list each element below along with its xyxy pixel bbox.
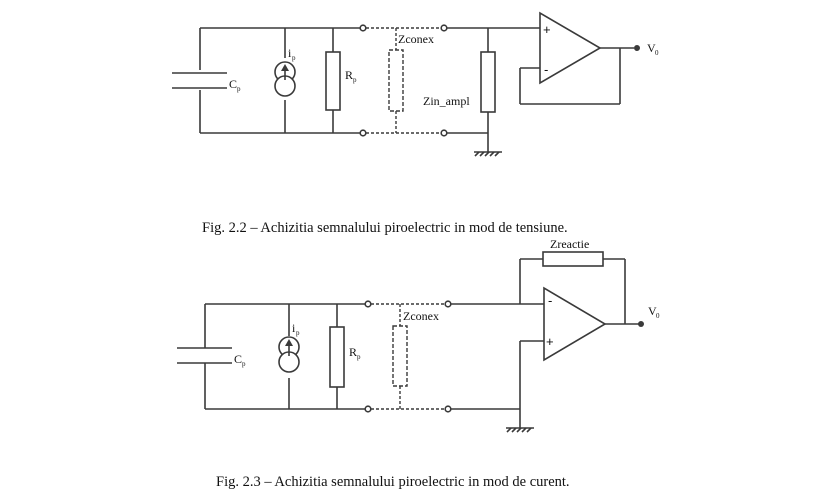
fig1-label-cp-sub: p — [237, 85, 241, 93]
fig1-opamp — [539, 11, 602, 85]
fig1-label-rp-sub: p — [353, 76, 357, 84]
fig1-label-zin: Zin_ampl — [423, 94, 470, 108]
fig1-label-ip-sub: p — [292, 54, 296, 62]
fig2-label-zreactie: Zreactie — [550, 237, 589, 251]
fig1-label-zconex: Zconex — [398, 32, 434, 46]
fig1-label-ip: i — [288, 46, 292, 60]
fig1-label-plus: + — [543, 22, 551, 37]
fig2-label-ip: i — [292, 321, 296, 335]
fig1-label-vout: V — [647, 41, 656, 55]
fig1-terminals — [359, 24, 640, 137]
fig1-capacitor-cp — [172, 72, 227, 89]
fig2-current-source-icon — [278, 336, 300, 373]
fig1-resistor-rp — [325, 51, 341, 111]
fig2-ground-icon — [506, 427, 534, 433]
fig2-label-zconex: Zconex — [403, 309, 439, 323]
fig1-current-source-icon — [274, 61, 296, 97]
fig1-label-rp: R — [345, 68, 353, 82]
fig1-ground-icon — [474, 151, 502, 157]
figure-caption-voltage-mode: Fig. 2.2 – Achizitia semnalului piroelec… — [202, 220, 568, 236]
figure-caption-current-mode: Fig. 2.3 – Achizitia semnalului piroelec… — [216, 474, 570, 490]
fig2-label-rp-sub: p — [357, 353, 361, 361]
fig2-label-cp-sub: p — [242, 360, 246, 368]
fig1-impedance-zconex — [388, 49, 404, 112]
fig1-impedance-zin — [480, 51, 496, 113]
fig2-label-plus: + — [546, 334, 554, 349]
fig2-label-vout-sub: 0 — [656, 312, 660, 320]
fig1-label-vout-sub: 0 — [655, 49, 659, 57]
figure-current-mode: C p i p R p Zconex Zreactie - + V 0 — [177, 237, 660, 433]
fig2-wires — [204, 258, 639, 428]
fig2-label-vout: V — [648, 304, 657, 318]
fig1-wires — [199, 27, 634, 152]
fig2-label-minus: - — [548, 293, 552, 308]
fig2-dotted-connection — [371, 303, 446, 410]
fig2-capacitor-cp — [177, 347, 232, 364]
fig2-label-cp: C — [234, 352, 242, 366]
fig2-label-ip-sub: p — [296, 329, 300, 337]
fig2-resistor-rp — [329, 326, 345, 388]
fig1-dotted-connection — [366, 27, 442, 134]
fig2-impedance-zconex — [392, 325, 408, 387]
figure-voltage-mode: C p i p R p Zconex Zin_ampl + - V 0 — [172, 11, 659, 157]
fig1-label-minus: - — [544, 62, 548, 77]
fig2-opamp — [543, 286, 607, 362]
fig1-label-cp: C — [229, 77, 237, 91]
fig2-impedance-zreactie — [542, 251, 604, 267]
fig2-terminals — [364, 300, 644, 413]
fig2-label-rp: R — [349, 345, 357, 359]
